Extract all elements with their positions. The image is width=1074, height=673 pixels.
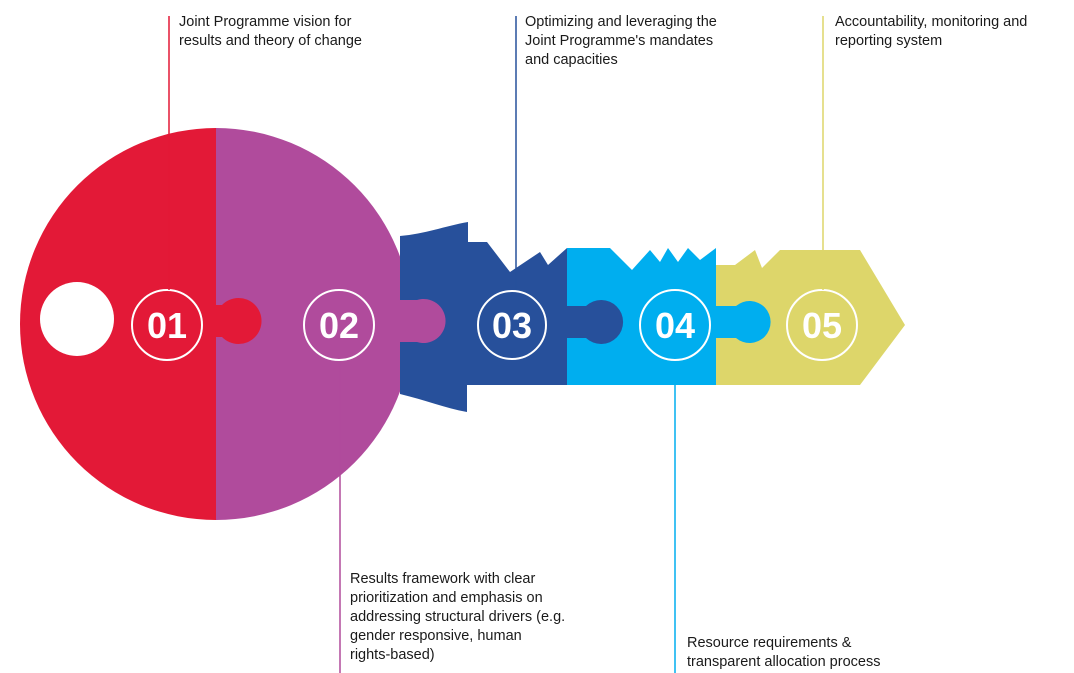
step-2-line-4: gender responsive, human <box>350 628 522 644</box>
step-3-line-1: Optimizing and leveraging the <box>525 14 717 30</box>
step-number-4: 04 <box>655 305 695 346</box>
connector-knob-4 <box>716 301 771 343</box>
key-tip-segment <box>716 250 905 385</box>
step-4-line-2: transparent allocation process <box>687 654 881 670</box>
step-3-line-2: Joint Programme's mandates <box>525 33 714 49</box>
connector-knob-2 <box>390 299 446 344</box>
step-1-line-2: results and theory of change <box>179 33 362 49</box>
step-marker-3: 03 <box>477 290 547 360</box>
keyhole <box>40 282 114 356</box>
step-marker-5: 05 <box>786 289 858 361</box>
step-2-line-2: prioritization and emphasis on <box>350 590 543 606</box>
key-shaft-segment-3 <box>400 222 567 385</box>
step-2-line-1: Results framework with clear <box>350 571 536 587</box>
step-2-line-3: addressing structural drivers (e.g. <box>350 609 566 625</box>
step-5-line-1: Accountability, monitoring and <box>835 14 1028 30</box>
step-marker-4: 04 <box>639 289 711 361</box>
key-head-right-segment <box>216 128 412 520</box>
step-3-description: Optimizing and leveraging the Joint Prog… <box>525 13 717 70</box>
step-number-5: 05 <box>802 305 842 346</box>
step-4-description: Resource requirements & transparent allo… <box>687 634 880 672</box>
key-bottom-tab <box>400 380 467 412</box>
connector-knob-1 <box>200 298 262 345</box>
step-number-3: 03 <box>492 305 532 346</box>
step-1-description: Joint Programme vision for results and t… <box>179 13 362 51</box>
step-4-line-1: Resource requirements & <box>687 635 852 651</box>
key-head-left-segment <box>20 128 216 520</box>
step-marker-1: 01 <box>131 289 203 361</box>
step-5-description: Accountability, monitoring and reporting… <box>835 13 1027 51</box>
step-number-2: 02 <box>319 305 359 346</box>
step-3-line-3: and capacities <box>525 52 618 68</box>
connector-knob-3 <box>560 300 624 345</box>
step-2-line-5: rights-based) <box>350 647 435 663</box>
step-number-1: 01 <box>147 305 187 346</box>
step-5-line-2: reporting system <box>835 33 943 49</box>
step-2-description: Results framework with clear prioritizat… <box>350 570 565 665</box>
step-marker-2: 02 <box>303 289 375 361</box>
step-1-line-1: Joint Programme vision for <box>179 14 352 30</box>
